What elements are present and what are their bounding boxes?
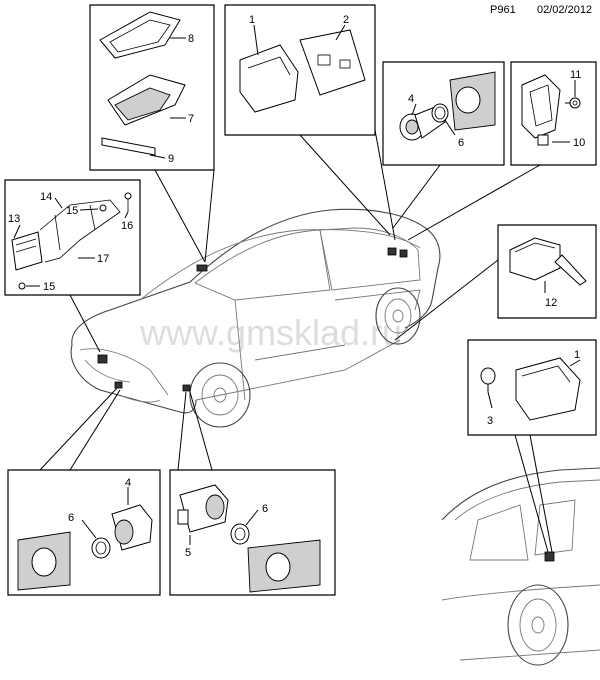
part-bumper-plate-right — [247, 539, 321, 593]
callout-5: 5 — [185, 547, 191, 559]
callout-9: 9 — [168, 153, 174, 165]
part-module-1 — [239, 44, 299, 113]
part-bumper-panel — [449, 71, 496, 131]
part-nut-11 — [569, 97, 581, 109]
callout-8: 8 — [188, 33, 194, 45]
part-ring-6-right — [230, 523, 250, 545]
sedan-car — [70, 208, 441, 428]
part-module-13 — [11, 231, 43, 271]
part-frame-8 — [99, 11, 181, 59]
mount-point-front — [97, 354, 108, 364]
mount-point-rear — [387, 247, 397, 256]
callout-1: 1 — [249, 14, 255, 26]
callout-6: 6 — [458, 137, 464, 149]
part-bolt-16 — [124, 192, 132, 212]
callout-12: 12 — [545, 297, 557, 309]
callout-4: 4 — [408, 93, 414, 105]
part-clip-3 — [480, 367, 496, 392]
part-screw-15 — [18, 204, 107, 290]
callout-14: 14 — [40, 191, 52, 203]
part-sensor-10 — [521, 74, 561, 146]
part-sensor-4-left — [111, 504, 153, 551]
part-module-7 — [107, 74, 186, 126]
mount-point-estate — [544, 551, 555, 562]
part-ring-6 — [431, 103, 449, 123]
mount-point-bumper — [114, 381, 123, 389]
callout-16: 16 — [121, 220, 133, 232]
callout-6-right: 6 — [262, 503, 268, 515]
callout-13: 13 — [8, 213, 20, 225]
watermark: www.gmsklad.ru — [139, 312, 402, 353]
mount-point-parking-module — [196, 264, 208, 272]
callout-2: 2 — [343, 14, 349, 26]
part-clip-9 — [101, 137, 156, 156]
diagram-code: P961 — [490, 4, 516, 16]
part-bumper-plate-left — [17, 531, 71, 591]
part-sensor-5 — [177, 484, 229, 533]
part-tpms-12 — [509, 237, 587, 286]
callout-1b: 1 — [574, 349, 580, 361]
part-module-1b — [515, 357, 581, 421]
callout-15a: 15 — [66, 205, 78, 217]
callout-17: 17 — [97, 253, 109, 265]
mount-point-side — [182, 384, 191, 392]
callout-15b: 15 — [43, 281, 55, 293]
callout-10: 10 — [573, 137, 585, 149]
callout-6-left: 6 — [68, 512, 74, 524]
callout-7: 7 — [188, 113, 194, 125]
callout-3: 3 — [487, 415, 493, 427]
diagram-date: 02/02/2012 — [537, 4, 593, 16]
callout-4-left: 4 — [125, 477, 131, 489]
callout-11: 11 — [570, 69, 581, 81]
estate-car — [441, 467, 600, 666]
mount-point-rear-2 — [399, 249, 408, 258]
part-bracket-2 — [299, 29, 366, 96]
part-ring-6-left — [91, 537, 111, 559]
